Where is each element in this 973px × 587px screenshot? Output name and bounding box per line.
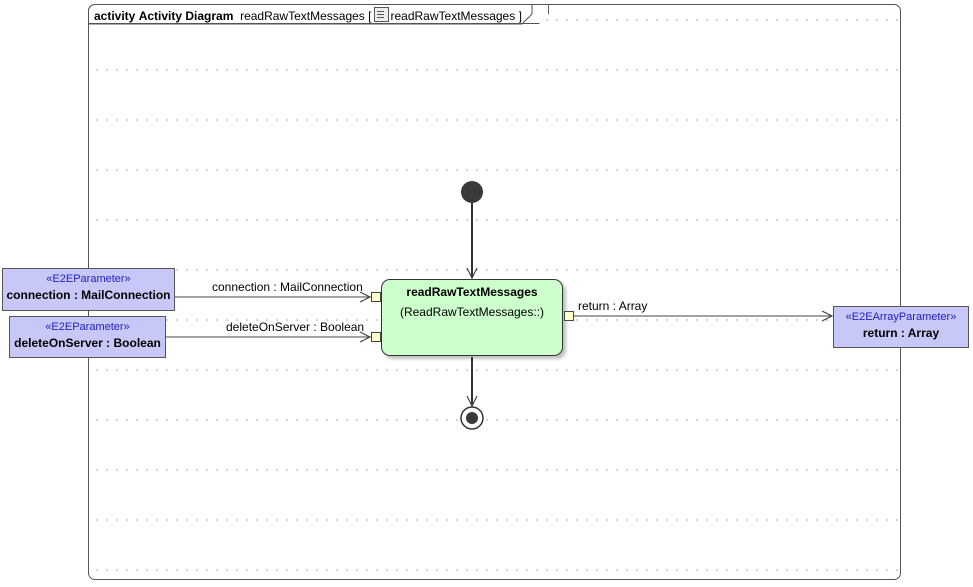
parameter-label: deleteOnServer : Boolean	[14, 336, 161, 350]
action-name: readRawTextMessages	[406, 285, 538, 299]
parameter-stereotype: «E2EArrayParameter»	[845, 311, 957, 323]
output-pin-return[interactable]	[564, 311, 574, 321]
parameter-label: return : Array	[862, 326, 940, 340]
call-behavior-action[interactable]: readRawTextMessages (ReadRawTextMessages…	[381, 279, 563, 356]
input-pin-deleteOnServer[interactable]	[371, 332, 381, 342]
flow-label-connection: connection : MailConnection	[212, 280, 363, 294]
parameter-stereotype: «E2EParameter»	[46, 273, 131, 285]
parameter-connection[interactable]: «E2EParameter» connection : MailConnecti…	[2, 268, 175, 311]
parameter-label: connection : MailConnection	[6, 288, 171, 302]
action-behavior: (ReadRawTextMessages::)	[399, 305, 545, 319]
initial-node[interactable]	[461, 181, 483, 203]
activity-final-node[interactable]	[460, 406, 484, 430]
parameter-deleteOnServer[interactable]: «E2EParameter» deleteOnServer : Boolean	[9, 316, 166, 358]
parameter-return[interactable]: «E2EArrayParameter» return : Array	[833, 306, 969, 348]
flow-label-deleteOnServer: deleteOnServer : Boolean	[226, 320, 365, 334]
input-pin-connection[interactable]	[371, 292, 381, 302]
flow-label-return: return : Array	[578, 299, 648, 313]
parameter-stereotype: «E2EParameter»	[45, 321, 130, 333]
